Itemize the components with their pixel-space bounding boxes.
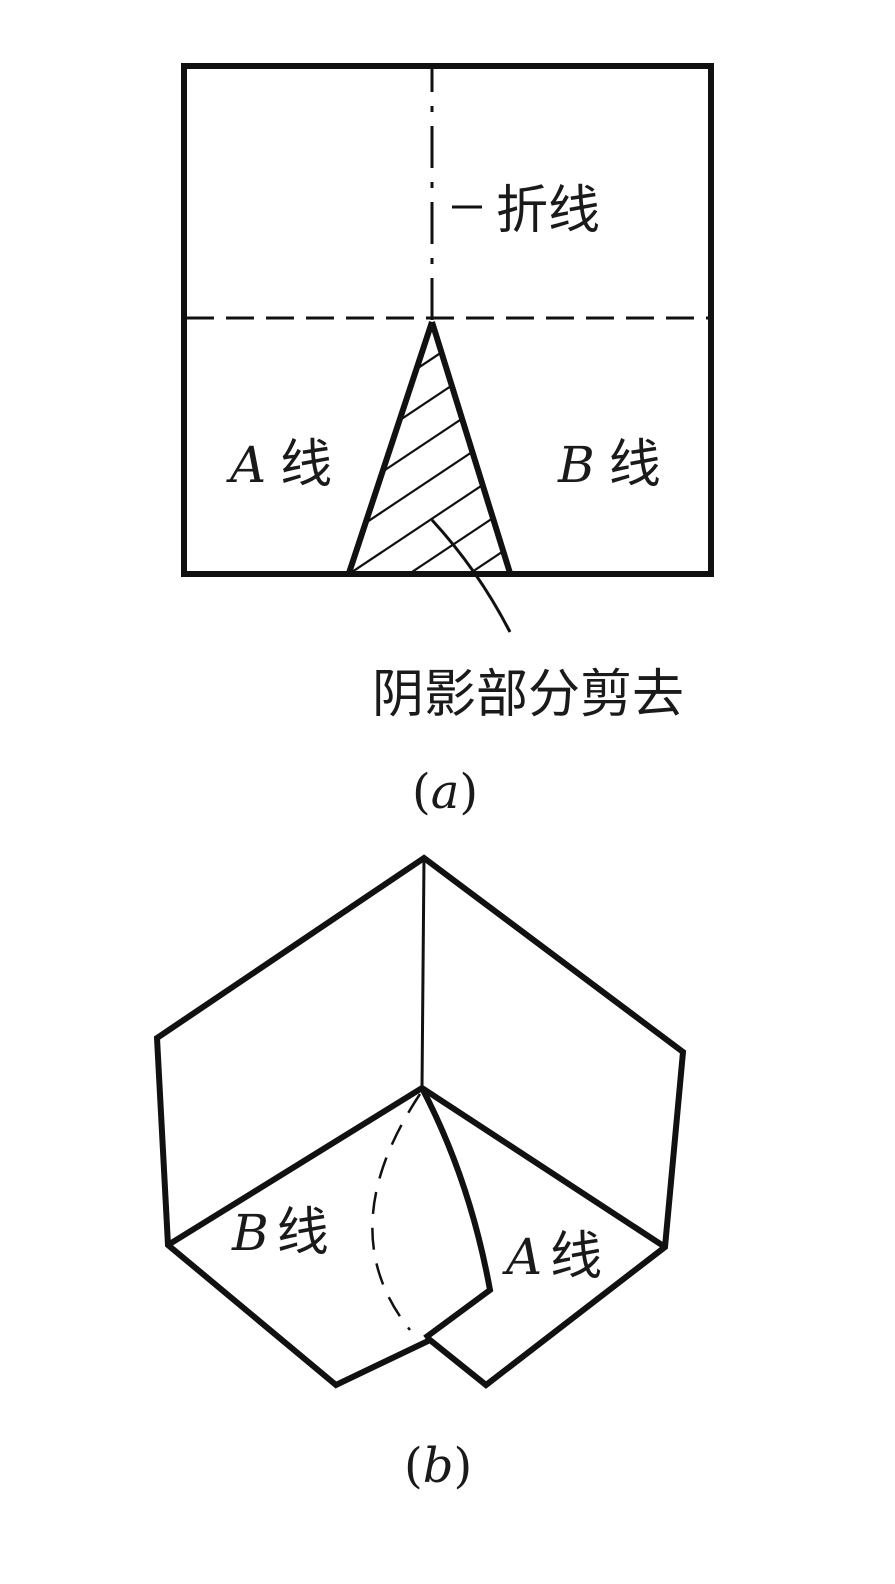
line-a-letter: A [226,436,266,494]
b-line-letter: B [231,1204,269,1262]
caption-a-close: ) [459,764,478,820]
caption-b-close: ) [453,1438,472,1494]
a-line-letter: A [502,1228,542,1286]
line-a-suffix: 线 [280,435,332,495]
b-line-suffix: 线 [277,1203,329,1263]
caption-a-letter: a [431,764,460,820]
cut-note-label: 阴影部分剪去 [372,665,684,725]
caption-b-letter: b [423,1438,454,1494]
figure-b: B 线 A 线 (b) [153,854,687,1494]
b-line-label: B 线 [231,1203,329,1263]
cut-note-leader [430,518,512,633]
center-crease [420,857,426,1089]
line-b-edge [429,321,513,574]
line-b-label: B 线 [557,435,661,495]
paper-square [181,63,714,577]
caption-a: (a) [412,764,478,820]
a-line-suffix: 线 [550,1227,602,1287]
caption-a-open: ( [412,764,431,820]
cut-region-hatching [349,322,510,573]
caption-b: (b) [404,1438,472,1494]
inner-floor-edge-left [166,1085,424,1248]
a-line-label: A 线 [502,1227,602,1287]
a-line-crease [419,1086,494,1341]
line-a-label: A 线 [226,435,332,495]
line-b-suffix: 线 [609,435,661,495]
caption-b-open: ( [404,1438,423,1494]
figure-a: 折线 A 线 B 线 阴影部分剪去 (a) [181,63,714,820]
folded-shape-outline [153,854,687,1389]
line-a-edge [346,321,435,574]
b-line-dashed [371,1093,422,1331]
fold-line-label: 折线 [496,181,600,241]
line-b-letter: B [557,436,595,494]
inner-floor-edge-right [420,1085,667,1250]
